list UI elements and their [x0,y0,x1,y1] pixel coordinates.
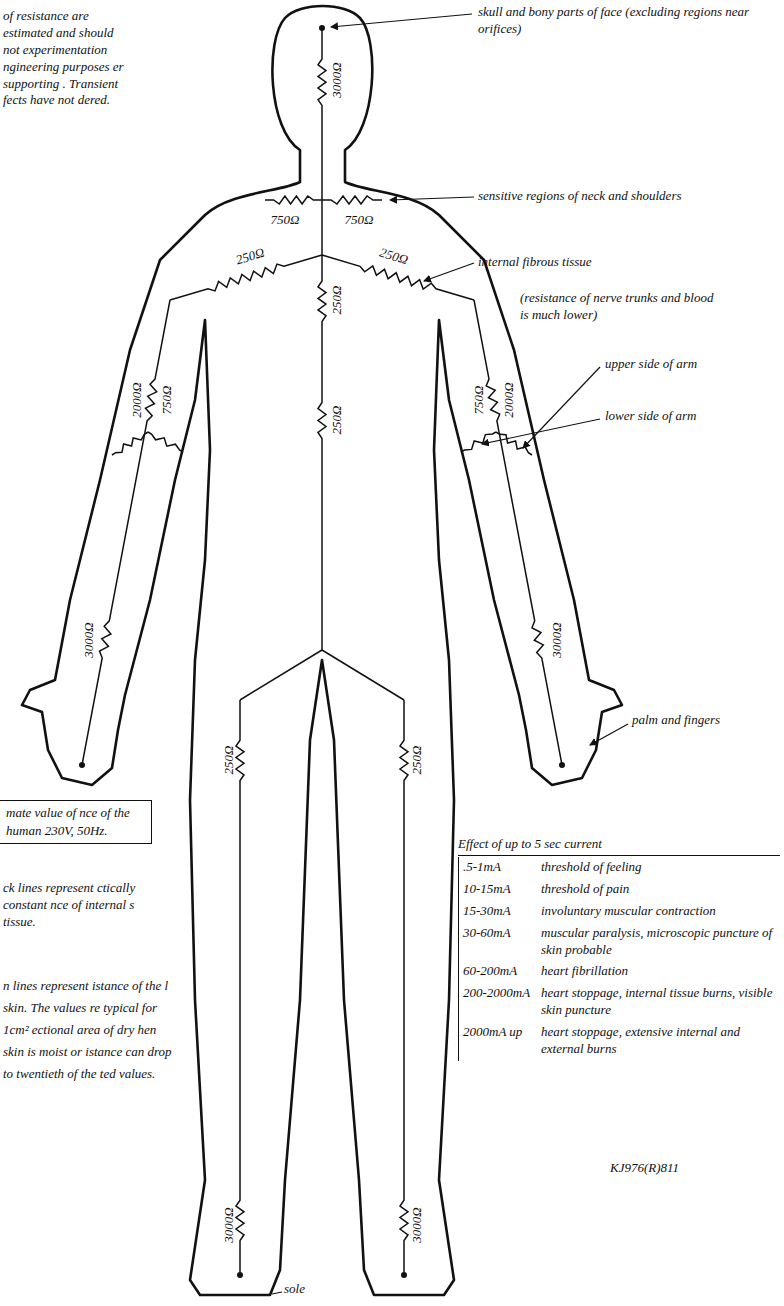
callout-label: (resistance of nerve trunks and blood is… [520,290,720,324]
effects-table: .5-1mAthreshold of feeling10-15mAthresho… [458,857,781,1061]
terminal-dots [79,25,565,1278]
resistor-symbol [400,700,408,1275]
resistance-value: 3000Ω [330,61,343,98]
resistance-value: 250Ω [222,745,235,776]
resistance-value: 750Ω [160,385,173,416]
terminal-dot [559,762,565,768]
leader-line [590,724,628,745]
table-row: 15-30mAinvoluntary muscular contraction [459,901,781,923]
table-cell: involuntary muscular contraction [541,903,773,920]
resistor-symbol [112,432,148,455]
table-cell: threshold of feeling [541,859,773,876]
note-text: of resistance are estimated and should n… [3,8,131,109]
table-row: 2000mA upheart stoppage, extensive inter… [459,1022,781,1061]
note-box-text: mate value of nce of the human 230V, 50H… [6,804,145,839]
leader-line [272,1292,282,1294]
terminal-dot [401,1272,407,1278]
drawing-code: KJ976(R)811 [610,1160,679,1177]
resistance-value: 3000Ω [82,621,95,658]
leader-line [390,197,474,200]
resistor-symbol [318,28,326,200]
table-cell: .5-1mA [463,859,541,876]
table-row: 200-2000mAheart stoppage, internal tissu… [459,983,781,1022]
callout-label: lower side of arm [605,408,780,425]
table-row: 30-60mAmuscular paralysis, microscopic p… [459,923,781,962]
table-cell: heart fibrillation [541,963,773,980]
resistor-symbol [82,300,170,765]
terminal-dot [237,1272,243,1278]
terminal-dot [319,25,325,31]
table-cell: threshold of pain [541,881,773,898]
resistor-symbol [148,432,183,452]
resistor-symbol [240,650,322,700]
table-row: 60-200mAheart fibrillation [459,961,781,983]
resistance-value: 250Ω [330,285,343,316]
table-cell: 15-30mA [463,903,541,920]
table-cell: 200-2000mA [463,985,541,1019]
resistance-value: 3000Ω [410,1206,423,1243]
callout-label: sole [284,1281,305,1298]
resistance-value: 2000Ω [130,381,143,418]
table-row: 10-15mAthreshold of pain [459,879,781,901]
resistance-value: 250Ω [233,245,266,266]
leader-lines [272,14,628,1294]
resistance-value: 250Ω [410,745,423,776]
note-box: mate value of nce of the human 230V, 50H… [0,800,152,844]
callout-label: sensitive regions of neck and shoulders [478,188,718,205]
callout-label: upper side of arm [605,356,780,373]
resistor-network [82,28,562,1275]
table-cell: 60-200mA [463,963,541,980]
table-cell: heart stoppage, extensive internal and e… [541,1024,773,1058]
table-cell: 2000mA up [463,1024,541,1058]
resistor-symbol [474,300,562,765]
callout-label: palm and fingers [632,712,762,729]
resistor-symbol [322,196,382,204]
leader-line [523,367,600,448]
resistor-symbol [318,200,326,650]
resistance-value: 2000Ω [502,381,515,418]
resistance-value: 750Ω [344,213,375,226]
table-cell: muscular paralysis, microscopic puncture… [541,925,773,959]
callout-label: internal fibrous tissue [478,254,738,271]
leader-line [331,14,472,27]
resistor-symbol [322,650,404,700]
table-cell: 30-60mA [463,925,541,959]
resistor-symbol [265,196,322,204]
callout-label: skull and bony parts of face (excluding … [478,4,758,38]
table-cell: heart stoppage, internal tissue burns, v… [541,985,773,1019]
resistor-symbol [236,700,244,1275]
resistance-value: 250Ω [377,245,410,266]
note-text: n lines represent istance of the l skin.… [3,975,175,1085]
resistance-value: 250Ω [330,405,343,436]
leader-line [482,419,600,444]
resistance-value: 3000Ω [550,621,563,658]
terminal-dot [79,762,85,768]
resistance-value: 750Ω [472,385,485,416]
table-title: Effect of up to 5 sec current [458,836,780,856]
resistance-value: 750Ω [270,213,301,226]
note-text: ck lines represent ctically constant nce… [3,880,153,931]
table-cell: 10-15mA [463,881,541,898]
table-row: .5-1mAthreshold of feeling [459,857,781,879]
resistance-value: 3000Ω [222,1206,235,1243]
leader-line [424,263,474,281]
